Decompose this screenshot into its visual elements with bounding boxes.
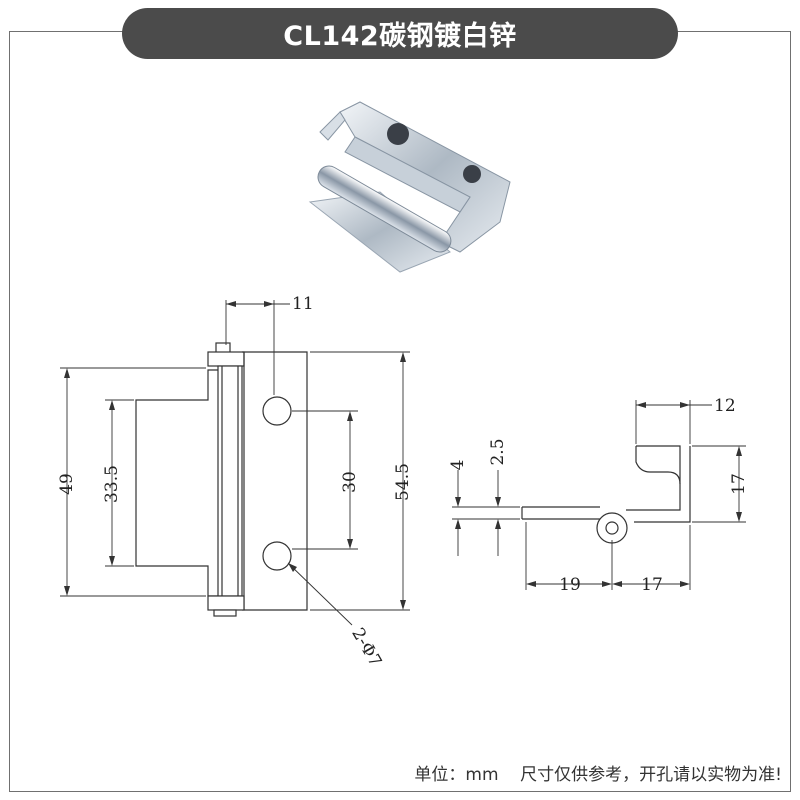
dim-holes: 2-Φ7 (347, 625, 385, 671)
side-arrowheads (455, 402, 742, 587)
dimension-labels: 11 49 33.5 30 54.5 2-Φ7 12 17 4 2.5 19 1… (57, 294, 749, 670)
dim-leaf-length: 19 (559, 575, 581, 595)
dim-pin-offset: 11 (292, 294, 314, 314)
dim-hole-spacing: 30 (340, 471, 360, 493)
dim-thickness: 4 (448, 460, 468, 471)
side-view (521, 445, 691, 544)
unit-label: 单位：mm (414, 765, 499, 785)
page-title: CL142碳钢镀白锌 (122, 8, 678, 59)
dim-sheet: 2.5 (488, 438, 508, 465)
hinge-photo-icon (308, 101, 511, 273)
front-view (135, 342, 308, 617)
dim-offset: 17 (729, 473, 749, 495)
front-dimension-lines (60, 300, 410, 626)
footer-note: 单位：mm 尺寸仅供参考，开孔请以实物为准! (414, 760, 782, 785)
disclaimer-text: 尺寸仅供参考，开孔请以实物为准! (520, 765, 782, 785)
dim-leaf-height: 33.5 (102, 465, 122, 503)
side-dimension-lines (452, 400, 746, 590)
dim-total-height: 54.5 (393, 463, 413, 501)
front-arrowheads (64, 301, 406, 610)
dim-overall-height: 49 (57, 473, 77, 495)
product-photo (308, 101, 511, 273)
dim-flange-width: 12 (714, 396, 736, 416)
dim-knuckle-width: 17 (641, 575, 663, 595)
